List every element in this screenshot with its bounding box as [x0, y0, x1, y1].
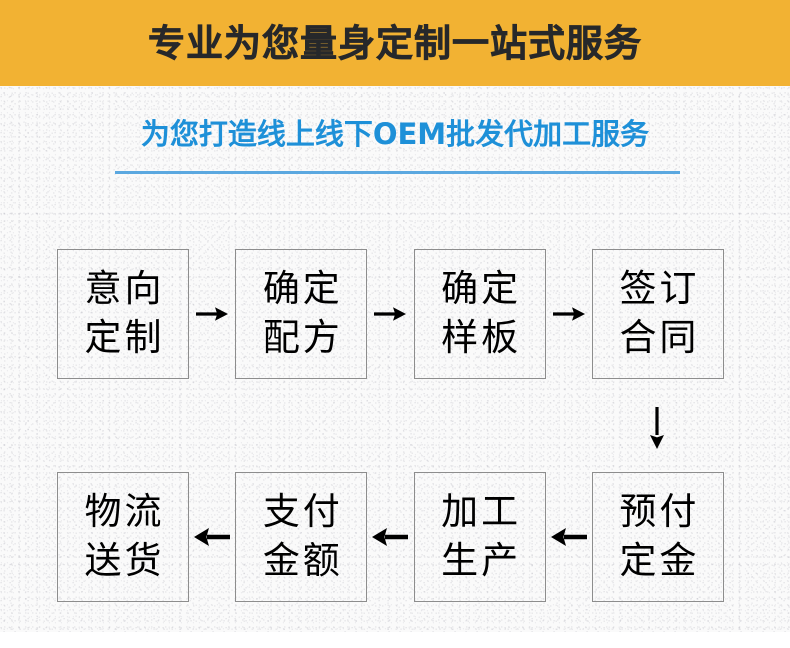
arrow-left-icon — [546, 515, 592, 559]
flow-node-production: 加工 生产 — [413, 472, 546, 602]
flow-node-label-line1: 签订 — [619, 267, 700, 311]
arrow-left-icon — [189, 515, 235, 559]
flow-node-sample: 确定 样板 — [413, 249, 546, 379]
flow-node-logistics: 物流 送货 — [57, 472, 189, 602]
flow-node-label-line1: 支付 — [262, 490, 343, 534]
flow-node-label-line2: 定制 — [84, 316, 165, 359]
flow-node-label-line1: 物流 — [84, 490, 165, 534]
flow-node-intention: 意向 定制 — [57, 249, 189, 379]
arrow-left-icon — [367, 515, 413, 559]
arrow-right-icon — [189, 292, 235, 336]
arrow-right-icon — [367, 292, 413, 336]
subtitle-text: 为您打造线上线下OEM批发代加工服务 — [140, 117, 650, 151]
subtitle-container: 为您打造线上线下OEM批发代加工服务 — [0, 117, 790, 151]
flow-node-label-line1: 确定 — [262, 267, 343, 311]
arrow-down-icon — [639, 404, 675, 452]
banner-title: 专业为您量身定制一站式服务 — [148, 21, 642, 65]
flow-node-label-line2: 合同 — [619, 316, 700, 359]
flow-node-formula: 确定 配方 — [235, 249, 368, 379]
flow-node-label-line2: 金额 — [262, 539, 343, 582]
flow-row-2: 物流 送货 支付 金额 加工 生产 — [57, 472, 724, 602]
flow-row-1: 意向 定制 确定 配方 确定 样板 — [57, 249, 724, 379]
flow-node-label-line1: 确定 — [441, 267, 522, 311]
flow-node-label-line2: 定金 — [619, 539, 700, 582]
flow-node-label-line1: 意向 — [84, 267, 165, 311]
flow-node-label-line2: 生产 — [441, 539, 522, 582]
flow-node-payment: 支付 金额 — [235, 472, 368, 602]
background-texture — [0, 86, 790, 632]
flow-node-deposit: 预付 定金 — [591, 472, 724, 602]
flow-node-label-line1: 预付 — [619, 490, 700, 534]
flow-node-label-line2: 配方 — [262, 316, 343, 359]
flow-node-label-line2: 样板 — [441, 316, 522, 359]
header-banner: 专业为您量身定制一站式服务 — [0, 0, 790, 86]
subtitle-underline — [115, 171, 680, 174]
flow-node-contract: 签订 合同 — [591, 249, 724, 379]
bottom-white-strip — [0, 632, 790, 648]
flow-node-label-line1: 加工 — [441, 490, 522, 534]
arrow-right-icon — [546, 292, 592, 336]
flow-node-label-line2: 送货 — [84, 539, 165, 582]
